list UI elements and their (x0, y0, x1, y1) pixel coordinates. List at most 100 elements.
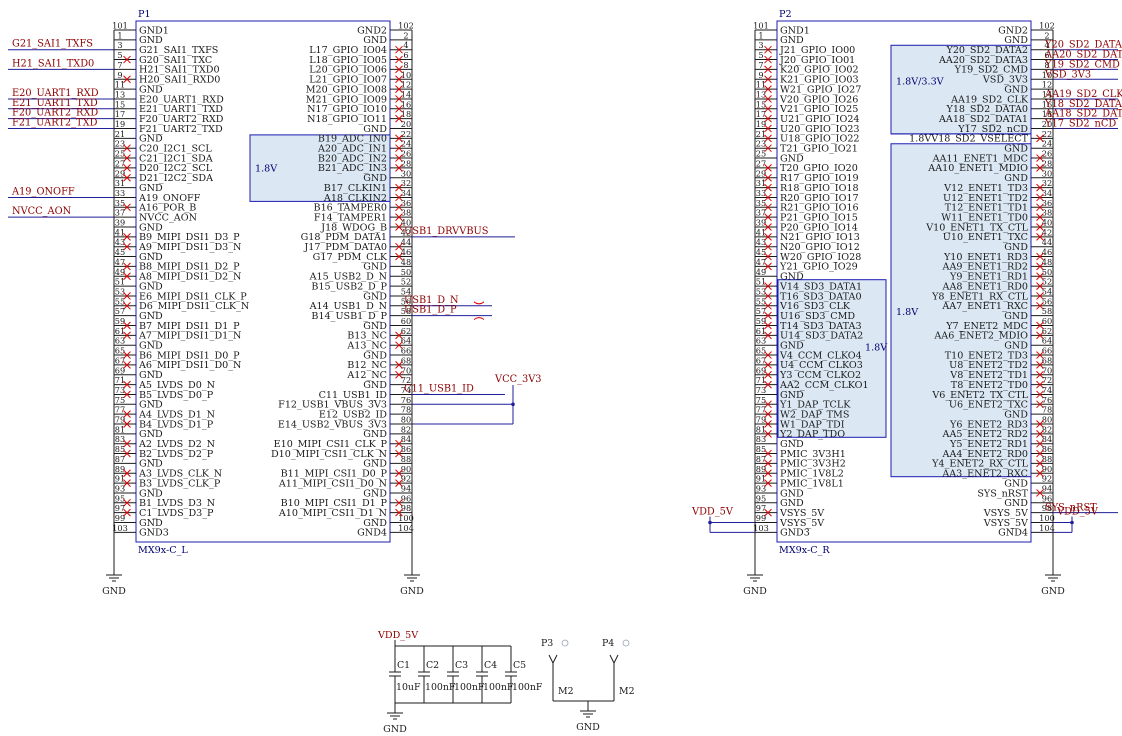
pin-number: 52 (1042, 277, 1052, 287)
pin-number: 53 (756, 286, 766, 296)
pin-name: U8_ENET2_TD2 (949, 360, 1028, 371)
pin-name: Y5_ENET2_RD1 (949, 439, 1028, 450)
pin-number: 17 (115, 109, 125, 119)
no-connect-mark (395, 75, 403, 84)
no-connect-mark (123, 75, 131, 84)
no-connect-stroke (1036, 203, 1044, 212)
no-connect-mark (764, 420, 772, 428)
pin-number: 96 (401, 493, 411, 503)
pin-name: W11_ENET1_TD0 (941, 212, 1028, 223)
pin-name: N21_GPIO_IO13 (780, 232, 860, 243)
pin-number: 5 (117, 50, 122, 60)
net-label: AA19_SD2_CLK (1044, 89, 1122, 100)
pin-number: 82 (1042, 424, 1052, 434)
pin-name: Y1_DAP_TCLK (779, 400, 851, 411)
net-label: NVCC_AON (12, 206, 72, 217)
pin-number: 70 (1042, 365, 1052, 375)
ground-label: GND (383, 724, 407, 735)
pin-name: A10_MIPI_CSI1_D1_N (278, 508, 387, 519)
pin-name: D20_I2C2_SCL (139, 163, 213, 174)
pin-number: 8 (1044, 60, 1049, 70)
no-connect-mark (395, 154, 403, 162)
no-connect-stroke (123, 410, 131, 419)
no-connect-mark (123, 390, 131, 399)
no-connect-stroke (764, 331, 772, 340)
pin-name: Y2_DAP_TDO (779, 429, 845, 440)
pin-number: 45 (756, 247, 766, 257)
pin-number: 18 (401, 109, 411, 119)
pin-number: 22 (401, 129, 411, 139)
no-connect-stroke (395, 361, 403, 369)
ground-label: GND (400, 586, 424, 597)
pin-number: 62 (401, 326, 411, 336)
pin-name: GND (363, 173, 387, 184)
net-label: AA20_SD2_DATA3 (1044, 50, 1122, 61)
no-connect-stroke (764, 85, 772, 93)
pin-name: VSD_3V3 (982, 75, 1028, 86)
pin-name: V14_SD3_DATA1 (779, 281, 862, 292)
no-connect-mark (395, 341, 403, 350)
pin-name: W2_DAP_TMS (780, 409, 849, 420)
no-connect-stroke (1036, 459, 1044, 468)
no-connect-mark (123, 498, 131, 507)
no-connect-stroke (395, 55, 403, 64)
pin-name: GND (139, 429, 163, 440)
pin-number: 100 (398, 513, 414, 523)
no-connect-stroke (764, 114, 772, 123)
pin-number: 9 (758, 70, 763, 80)
pin-number: 10 (1042, 70, 1052, 80)
pin-number: 42 (1042, 227, 1052, 237)
no-connect-mark (764, 351, 772, 359)
no-connect-stroke (1036, 439, 1044, 448)
pin-number: 85 (115, 444, 125, 454)
pin-number: 71 (756, 375, 766, 385)
pin-number: 64 (1042, 336, 1052, 346)
pin-number: 19 (756, 119, 766, 129)
pin-name: GND (1004, 242, 1028, 253)
decoupling-capacitors: VDD_5VC110uFC2100nFC3100nFC4100nFC5100nF… (377, 630, 543, 735)
pin-number: 86 (1042, 444, 1052, 454)
pin-name: G18_PDM_DATA1 (301, 232, 387, 243)
pin-number: 39 (756, 218, 766, 228)
pin-number: 18 (1042, 109, 1052, 119)
pin-name: A12_NC (346, 370, 387, 381)
pin-number: 72 (401, 375, 411, 385)
no-connect-mark (764, 262, 772, 271)
mounting-pad-icon (561, 639, 569, 647)
pin-number: 58 (401, 306, 411, 316)
no-connect-mark (1036, 301, 1044, 310)
pin-number: 51 (115, 277, 125, 287)
